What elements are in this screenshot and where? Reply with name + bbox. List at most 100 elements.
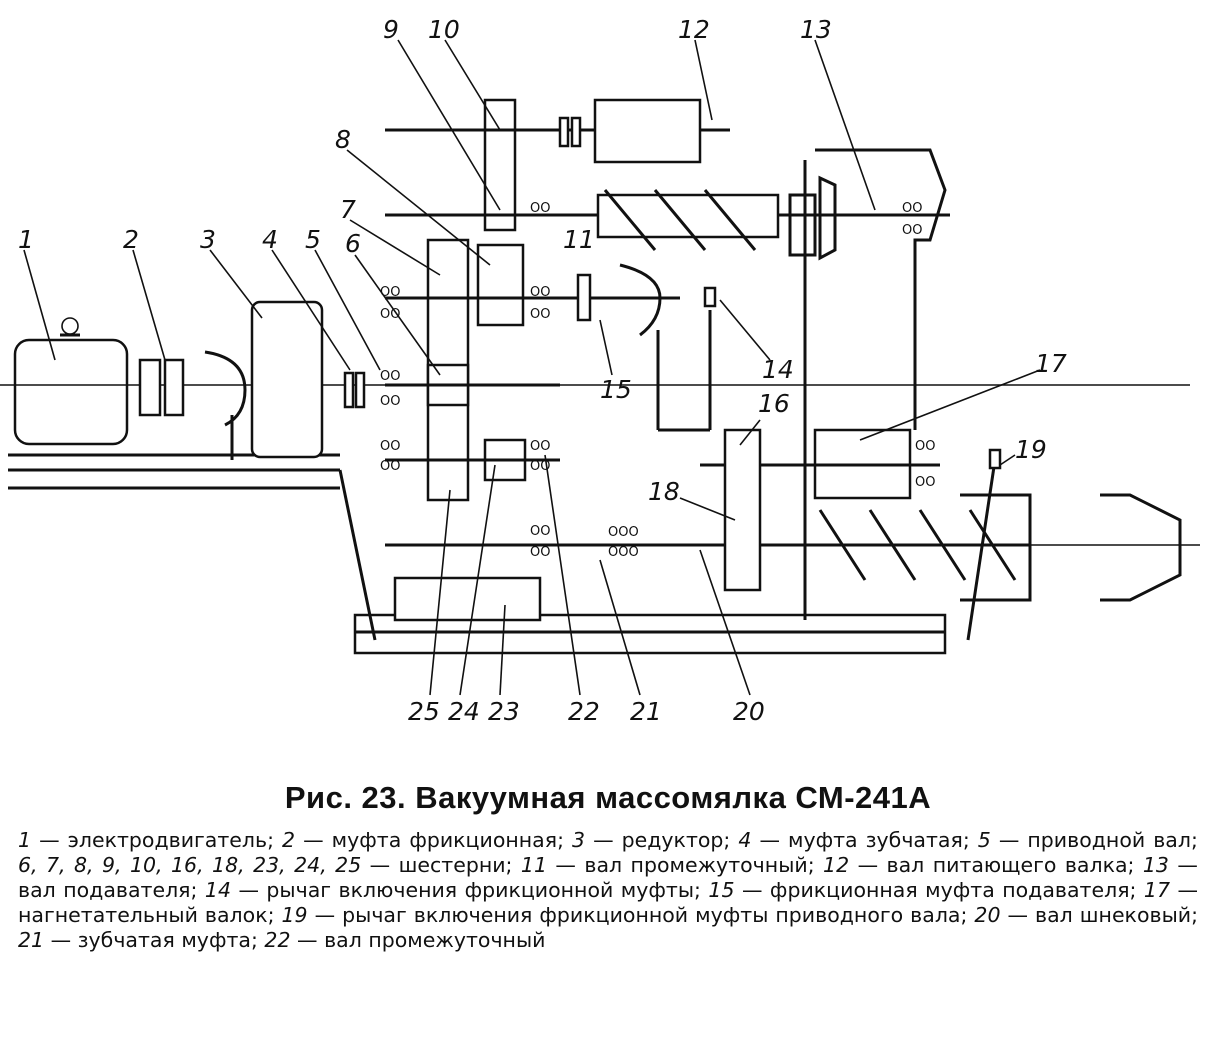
feeder-auger (596, 175, 837, 261)
legend-entry-text: вал промежуточный; (584, 853, 815, 877)
label-2: 2 (123, 225, 139, 254)
label-8: 8 (335, 125, 351, 154)
label-21: 21 (630, 697, 662, 726)
label-6: 6 (345, 229, 361, 258)
lever-14 (703, 286, 717, 308)
legend-entry-text: муфта зубчатая; (787, 828, 970, 852)
legend-entry-number: 5 (977, 828, 991, 852)
svg-text:ОО: ОО (902, 201, 922, 216)
figure-title: Рис. 23. Вакуумная массомялка СМ-241А (284, 780, 932, 815)
part-labels: 1 2 3 4 5 6 7 8 9 10 11 12 13 14 15 16 1… (18, 15, 1067, 726)
svg-text:ООО: ООО (608, 525, 639, 540)
reducer (250, 300, 324, 459)
gear-stack-left (426, 98, 527, 502)
legend-entry-number: 15 (708, 878, 735, 902)
legend-entry-text: рычаг включения фрикционной муфты привод… (342, 903, 968, 927)
label-18: 18 (648, 477, 680, 506)
legend-entry: 14 — рычаг включения фрикционной муфты; (204, 878, 701, 902)
machine-base-frame (353, 613, 947, 655)
legend-entry-number: 13 (1142, 853, 1169, 877)
legend-entry-number: 4 (738, 828, 752, 852)
oil-bath (338, 469, 542, 641)
feeder-friction-clutch (576, 263, 712, 432)
legend-entry-text: вал промежуточный (324, 928, 546, 952)
label-16: 16 (758, 389, 790, 418)
lever-19 (966, 448, 1002, 641)
label-10: 10 (428, 15, 460, 44)
label-4: 4 (262, 225, 278, 254)
legend-entry: 21 — зубчатая муфта; (18, 928, 258, 952)
label-13: 13 (800, 15, 832, 44)
legend-entry: 1 — электродвигатель; (18, 828, 275, 852)
pressure-roll (785, 428, 940, 500)
motor-base-frame (8, 453, 340, 490)
label-7: 7 (340, 195, 356, 224)
legend-entry-number: 19 (281, 903, 308, 927)
kinematic-diagram: ОО ОО ОО ОО ОО ОО ОО ОО ОО ОО ОО ОО ОО О… (0, 15, 1200, 726)
label-14: 14 (762, 355, 794, 384)
legend-entry-number: 1 (18, 828, 32, 852)
svg-text:ОО: ОО (915, 439, 935, 454)
svg-text:ОО: ОО (380, 394, 400, 409)
legend-entry: 17 — нагнетательный валок; (18, 878, 1198, 927)
svg-text:ОО: ОО (530, 524, 550, 539)
gear-16-18 (723, 428, 762, 592)
svg-text:ОО: ОО (380, 285, 400, 300)
legend-entry: 19 — рычаг включения фрикционной муфты п… (281, 903, 968, 927)
svg-text:ОО: ОО (380, 439, 400, 454)
legend-entry-number: 17 (1143, 878, 1171, 902)
svg-text:ООО: ООО (608, 545, 639, 560)
legend-entry-number: 12 (823, 853, 850, 877)
figure-legend: 1 — электродвигатель; 2 — муфта фрикцион… (18, 828, 1198, 953)
legend-entry-text: вал подавателя; (18, 878, 198, 902)
legend-entry: 12 — вал питающего валка; (823, 853, 1135, 877)
legend-entry-number: 20 (974, 903, 1001, 927)
svg-text:ОО: ОО (380, 369, 400, 384)
label-1: 1 (18, 225, 34, 254)
legend-entry: 20 — вал шнековый; (974, 903, 1198, 927)
legend-entry: 5 — приводной вал; (977, 828, 1198, 852)
legend-entry-text: рычаг включения фрикционной муфты; (266, 878, 701, 902)
legend-entry: 15 — фрикционная муфта подавателя; (708, 878, 1137, 902)
supply-roll (558, 98, 702, 164)
label-5: 5 (305, 225, 321, 254)
label-11: 11 (563, 225, 595, 254)
legend-entry-number: 14 (204, 878, 231, 902)
electric-motor (0, 317, 1190, 446)
screw-auger (815, 493, 1200, 602)
label-19: 19 (1015, 435, 1047, 464)
legend-entry-text: приводной вал; (1027, 828, 1198, 852)
legend-entry-number: 3 (572, 828, 586, 852)
label-23: 23 (488, 697, 520, 726)
label-25: 25 (408, 697, 440, 726)
legend-entry-text: редуктор; (621, 828, 731, 852)
legend-entry-text: муфта фрикционная; (331, 828, 564, 852)
legend-entry: 6, 7, 8, 9, 10, 16, 18, 23, 24, 25 — шес… (18, 853, 513, 877)
legend-entry-text: вал шнековый; (1035, 903, 1198, 927)
legend-entry-text: нагнетательный валок; (18, 903, 275, 927)
label-22: 22 (568, 697, 600, 726)
legend-entry-text: фрикционная муфта подавателя; (769, 878, 1137, 902)
svg-text:ОО: ОО (530, 201, 550, 216)
label-9: 9 (383, 15, 399, 44)
legend-entry-text: электродвигатель; (67, 828, 275, 852)
legend-entry: 13 — вал подавателя; (18, 853, 1198, 902)
legend-entry-text: вал питающего валка; (886, 853, 1135, 877)
legend-entry-text: зубчатая муфта; (77, 928, 258, 952)
svg-text:ОО: ОО (902, 223, 922, 238)
legend-entry-number: 2 (282, 828, 296, 852)
legend-entry: 2 — муфта фрикционная; (282, 828, 564, 852)
legend-entry-number: 22 (264, 928, 291, 952)
bearings: ОО ОО ОО ОО ОО ОО ОО ОО ОО ОО ОО ОО ОО О… (380, 201, 935, 560)
svg-text:ОО: ОО (380, 459, 400, 474)
legend-entry-number: 6, 7, 8, 9, 10, 16, 18, 23, 24, 25 (18, 853, 362, 877)
legend-entry-number: 21 (18, 928, 45, 952)
label-17: 17 (1035, 349, 1067, 378)
legend-entry: 11 — вал промежуточный; (520, 853, 815, 877)
svg-text:ОО: ОО (915, 475, 935, 490)
svg-text:ОО: ОО (530, 439, 550, 454)
label-12: 12 (678, 15, 710, 44)
legend-entry: 22 — вал промежуточный (264, 928, 546, 952)
feeder-housing (803, 148, 947, 620)
label-3: 3 (200, 225, 216, 254)
